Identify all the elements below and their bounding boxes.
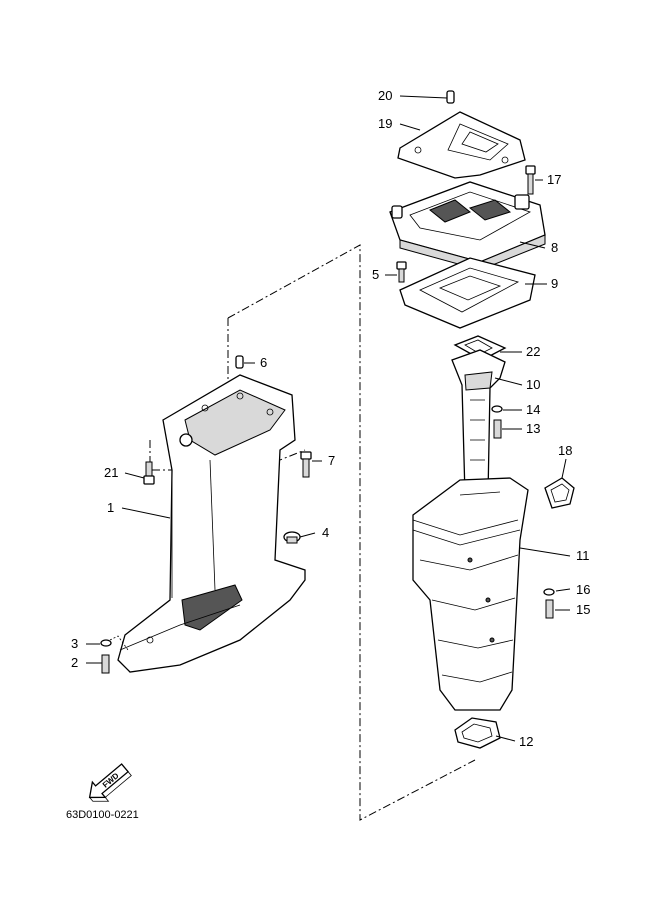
- callout-3: 3: [71, 636, 78, 651]
- forward-direction-arrow: FWD: [88, 763, 132, 802]
- callout-4: 4: [322, 525, 329, 540]
- part-10-exhaust-guide: [451, 349, 506, 496]
- part-13-bolt: [493, 419, 502, 439]
- part-21-bolt: [143, 461, 155, 485]
- callout-18: 18: [558, 443, 572, 458]
- part-17-bolt: [525, 165, 536, 195]
- callout-10: 10: [526, 377, 540, 392]
- callout-12: 12: [519, 734, 533, 749]
- callout-21: 21: [104, 465, 118, 480]
- part-1-upper-casing: [117, 374, 306, 673]
- diagram-code: 63D0100-0221: [66, 809, 139, 821]
- callout-17: 17: [547, 172, 561, 187]
- leader-lines: [86, 95, 571, 742]
- part-12-seal: [454, 717, 501, 749]
- callout-16: 16: [576, 582, 590, 597]
- part-19-gasket: [397, 111, 526, 179]
- callout-2: 2: [71, 655, 78, 670]
- part-14-washer: [491, 405, 503, 413]
- callout-20: 20: [378, 88, 392, 103]
- part-7-bolt: [300, 451, 312, 478]
- part-9-gasket: [399, 257, 536, 329]
- part-18-grommet: [544, 477, 575, 509]
- callout-8: 8: [551, 240, 558, 255]
- callout-22: 22: [526, 344, 540, 359]
- callout-5: 5: [372, 267, 379, 282]
- part-6-pin: [235, 355, 244, 369]
- part-4-plug: [283, 531, 301, 544]
- callout-7: 7: [328, 453, 335, 468]
- part-5-bolt: [396, 261, 407, 283]
- part-3-washer: [100, 639, 112, 647]
- callout-1: 1: [107, 500, 114, 515]
- part-20-pin: [446, 90, 455, 104]
- callout-labels: 20 19 17 8 5 9 22 10 14 13 18 11 16 15 1…: [71, 88, 590, 749]
- callout-19: 19: [378, 116, 392, 131]
- callout-15: 15: [576, 602, 590, 617]
- part-15-bolt: [545, 599, 554, 619]
- callout-14: 14: [526, 402, 540, 417]
- part-2-bolt: [101, 654, 110, 674]
- part-11-muffler: [412, 477, 529, 711]
- callout-9: 9: [551, 276, 558, 291]
- callout-11: 11: [576, 548, 590, 563]
- part-8-exhaust-plate: [389, 181, 546, 271]
- callout-6: 6: [260, 355, 267, 370]
- part-16-washer: [543, 588, 555, 596]
- callout-13: 13: [526, 421, 540, 436]
